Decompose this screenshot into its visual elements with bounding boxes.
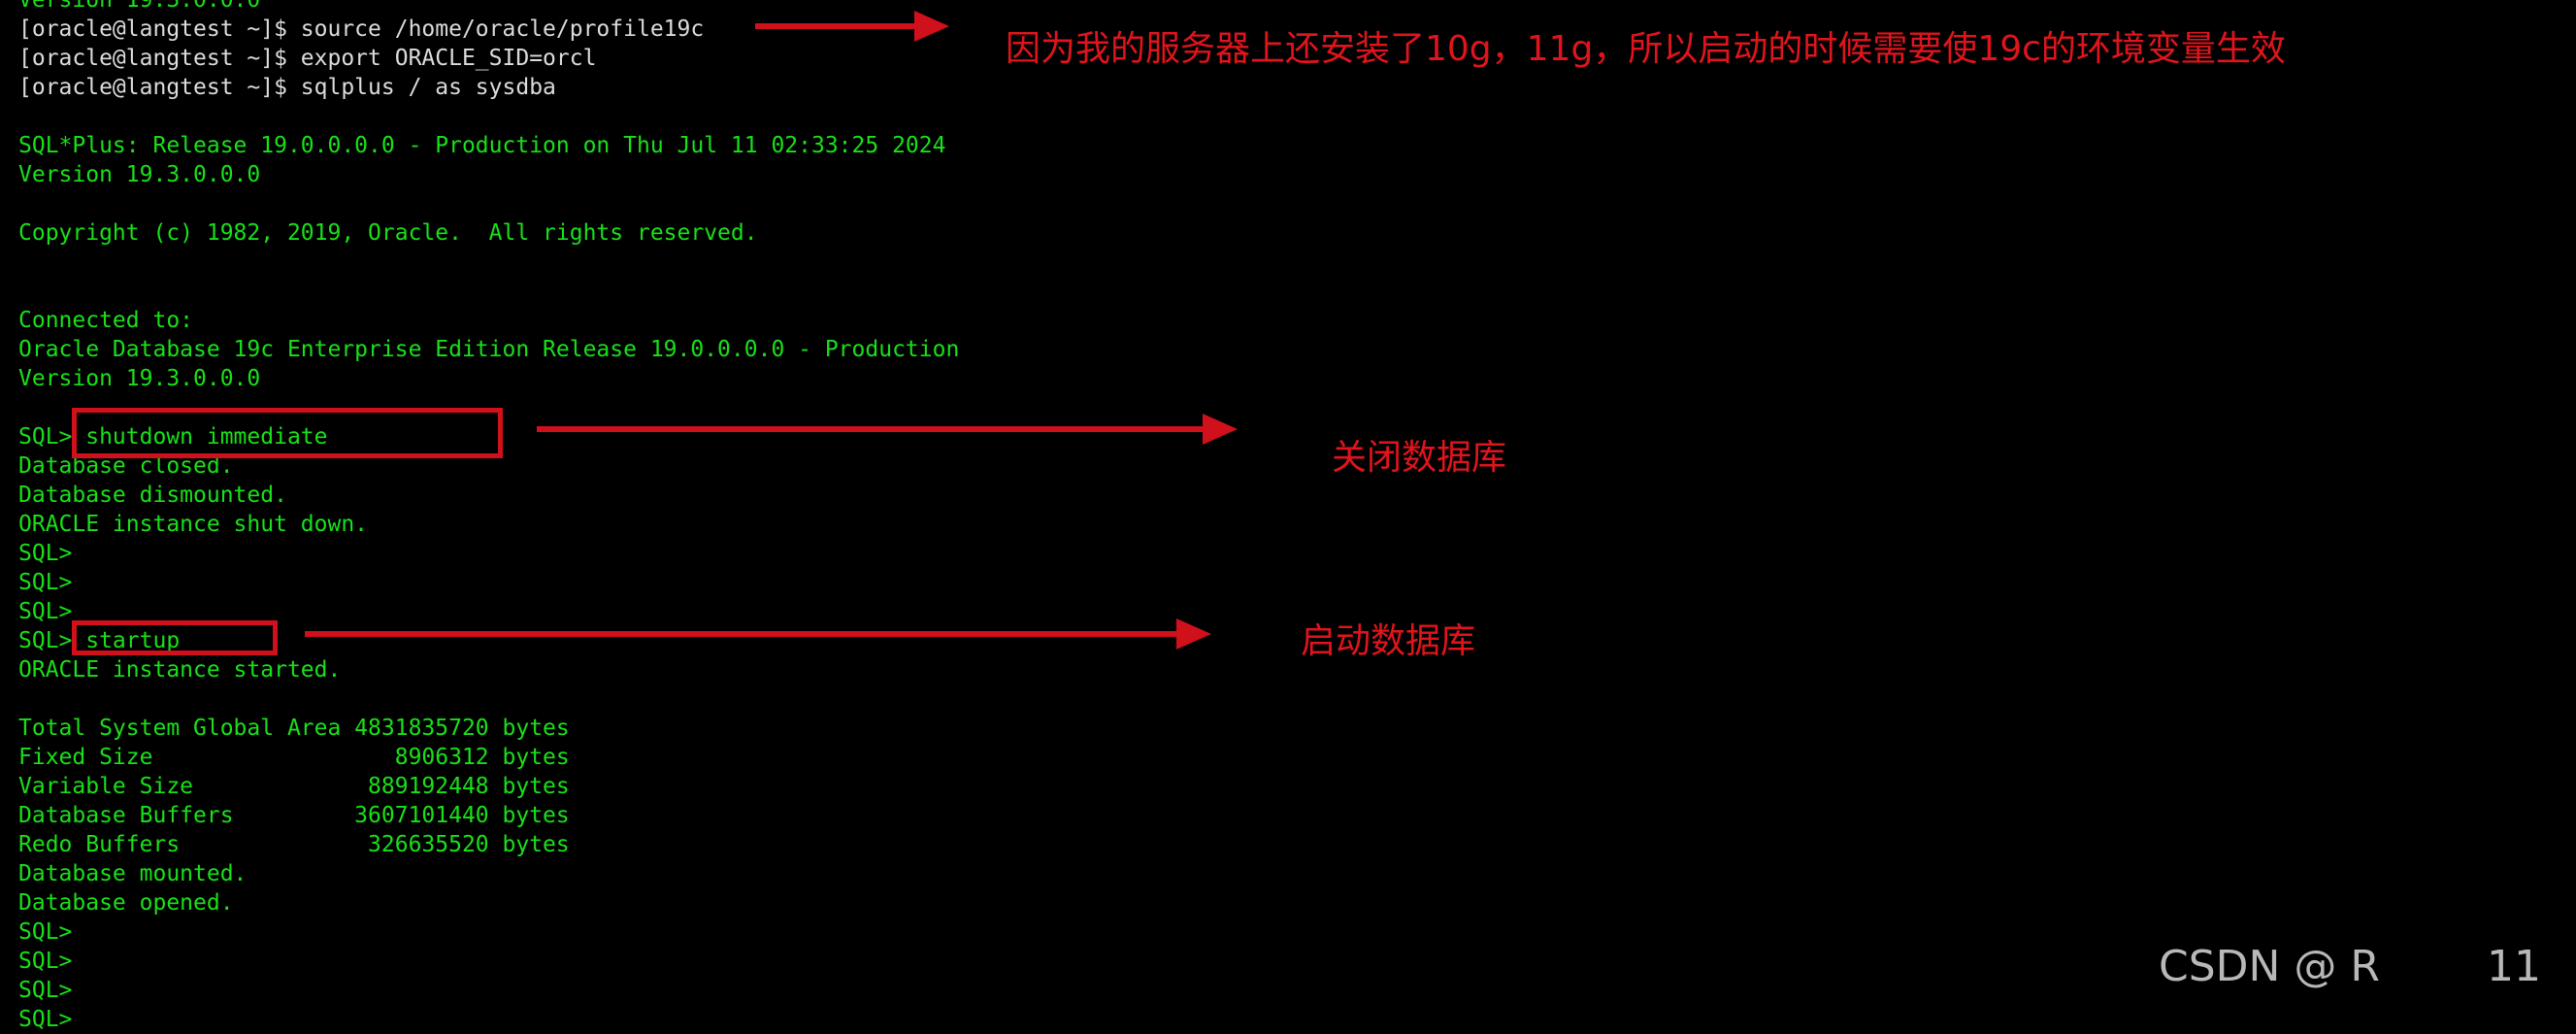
terminal-line: SQL> [18, 570, 73, 595]
shutdown-annotation: 关闭数据库 [1332, 438, 1507, 478]
terminal-line: SQL> [18, 1007, 73, 1032]
terminal-line: SQL> [18, 949, 73, 974]
terminal-line: Database mounted. [18, 861, 248, 886]
env-variable-annotation: 因为我的服务器上还安装了10g，11g，所以启动的时候需要使19c的环境变量生效 [1006, 29, 2286, 69]
terminal-line: SQL> shutdown immediate [18, 424, 328, 450]
terminal-line: [oracle@langtest ~]$ source /home/oracle… [18, 17, 705, 42]
watermark-number: 11 [2487, 942, 2541, 991]
shutdown-note-arrow [537, 414, 1238, 445]
terminal-line: Redo Buffers 326635520 bytes [18, 832, 570, 857]
terminal-line: Database dismounted. [18, 483, 287, 508]
terminal-line: ORACLE instance started. [18, 657, 342, 683]
terminal-line: SQL> [18, 541, 73, 566]
terminal-line: ORACLE instance shut down. [18, 512, 369, 537]
terminal-line: SQL*Plus: Release 19.0.0.0.0 - Productio… [18, 133, 946, 158]
env-note-arrow [755, 11, 949, 42]
terminal-line: Database Buffers 3607101440 bytes [18, 803, 570, 828]
terminal-line: SQL> startup [18, 628, 181, 653]
csdn-watermark: CSDN @ R 11 [2159, 940, 2557, 994]
terminal-line: Version 19.3.0.0.0 [18, 0, 261, 13]
terminal-line: SQL> [18, 978, 73, 1003]
terminal-line: Version 19.3.0.0.0 [18, 162, 261, 187]
terminal-line: Database opened. [18, 890, 234, 916]
terminal-line: SQL> [18, 919, 73, 945]
terminal-line: Copyright (c) 1982, 2019, Oracle. All ri… [18, 220, 758, 246]
terminal-line: [oracle@langtest ~]$ sqlplus / as sysdba [18, 75, 556, 100]
terminal-line: [oracle@langtest ~]$ export ORACLE_SID=o… [18, 46, 597, 71]
terminal-line: Variable Size 889192448 bytes [18, 774, 570, 799]
terminal-line: Connected to: [18, 308, 194, 333]
terminal-line: Fixed Size 8906312 bytes [18, 745, 570, 770]
terminal-line: Oracle Database 19c Enterprise Edition R… [18, 337, 960, 362]
startup-command-highlight [72, 620, 278, 655]
startup-annotation: 启动数据库 [1301, 621, 1476, 661]
terminal-line: SQL> [18, 599, 73, 624]
watermark-text: CSDN @ R [2159, 942, 2380, 991]
terminal-line: Version 19.3.0.0.0 [18, 366, 261, 391]
shutdown-command-highlight [72, 408, 503, 458]
terminal-line: Total System Global Area 4831835720 byte… [18, 716, 570, 741]
startup-note-arrow [305, 618, 1211, 650]
